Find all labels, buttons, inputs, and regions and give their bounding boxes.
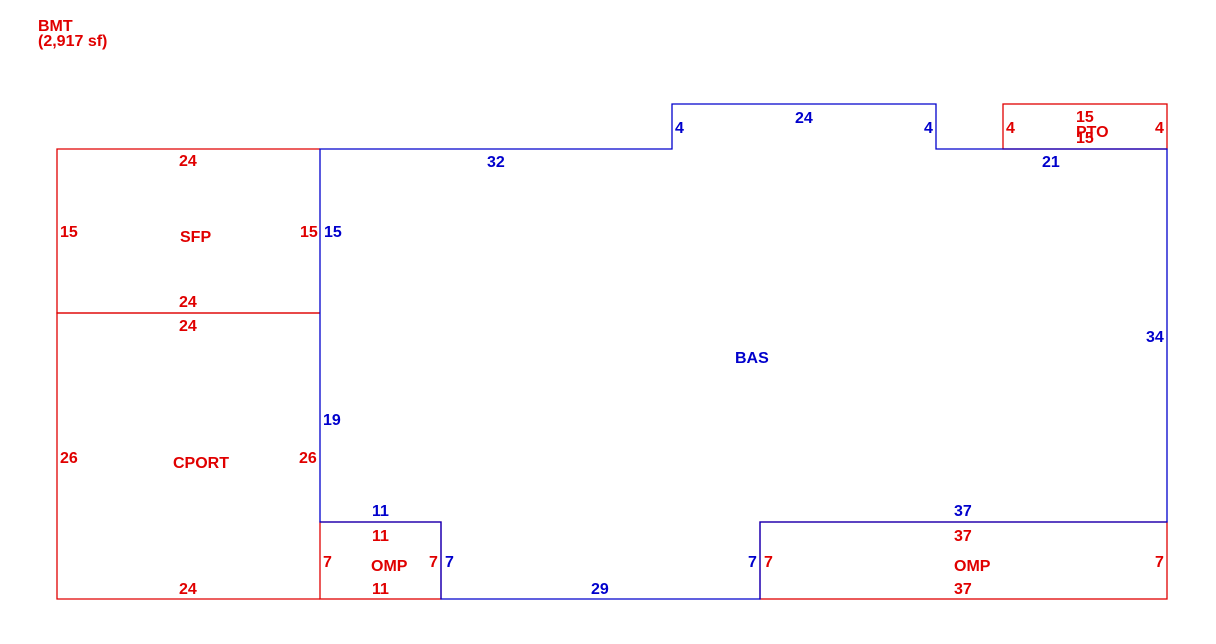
cport-outline [56, 312, 320, 600]
dim-sfp-bottom: 24 [179, 294, 197, 311]
dim-omp-left-left: 7 [323, 554, 332, 571]
dim-bas-left-upper: 15 [324, 224, 342, 241]
bas-outline [319, 103, 1168, 600]
dim-omp-right-left: 7 [764, 554, 773, 571]
dim-omp-right-top: 37 [954, 528, 972, 545]
dim-bas-top-left: 32 [487, 154, 505, 171]
dim-bas-bump-right: 4 [924, 120, 933, 137]
dim-bas-top-right: 21 [1042, 154, 1060, 171]
cport-label: CPORT [173, 455, 229, 472]
pto-label: PTO [1076, 124, 1109, 141]
dim-pto-bottom: 15 [1076, 130, 1094, 147]
dim-pto-left: 4 [1006, 120, 1015, 137]
omp-left-label: OMP [371, 558, 408, 575]
dim-bas-notch-right-top: 37 [954, 503, 972, 520]
dim-omp-right-bottom: 37 [954, 581, 972, 598]
dim-omp-left-top: 11 [372, 528, 389, 545]
dim-cport-right: 26 [299, 450, 317, 467]
dim-cport-bottom: 24 [179, 581, 197, 598]
dim-bas-bump-left: 4 [675, 120, 684, 137]
dim-sfp-right: 15 [300, 224, 318, 241]
dim-cport-left: 26 [60, 450, 78, 467]
dim-sfp-top: 24 [179, 153, 197, 170]
sketch-title: BMT [38, 18, 73, 35]
dim-bas-notch-left-top: 11 [372, 503, 389, 520]
dim-cport-top: 24 [179, 318, 197, 335]
dim-bas-bump-top: 24 [795, 110, 813, 127]
dim-bas-bottom: 29 [591, 581, 609, 598]
dim-pto-top: 15 [1076, 109, 1094, 126]
dim-omp-left-right: 7 [429, 554, 438, 571]
dim-bas-left-lower: 19 [323, 412, 341, 429]
dim-bas-notch-left-side: 7 [445, 554, 454, 571]
sketch-area: (2,917 sf) [38, 33, 107, 50]
omp-right-label: OMP [954, 558, 991, 575]
dim-sfp-left: 15 [60, 224, 78, 241]
dim-omp-left-bottom: 11 [372, 581, 389, 598]
dim-omp-right-right: 7 [1155, 554, 1164, 571]
bas-label: BAS [735, 350, 769, 367]
dim-bas-notch-right-side: 7 [748, 554, 757, 571]
sfp-label: SFP [180, 229, 211, 246]
dim-bas-right: 34 [1146, 329, 1164, 346]
dim-pto-right: 4 [1155, 120, 1164, 137]
